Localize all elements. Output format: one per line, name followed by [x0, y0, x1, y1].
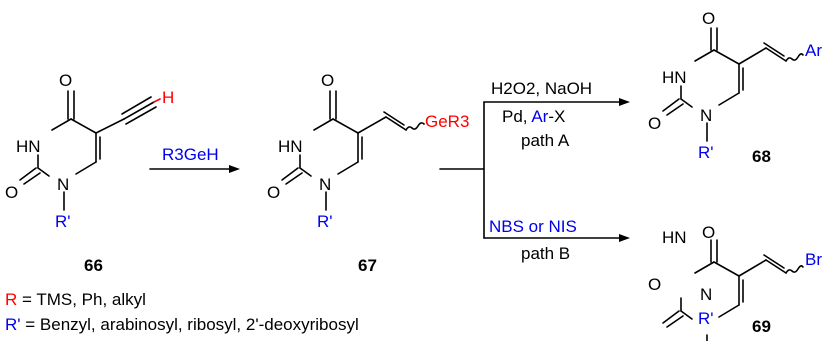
substituent-legend: R = TMS, Ph, alkyl R' = Benzyl, arabinos… [5, 290, 359, 334]
atom-o: O [702, 223, 715, 242]
substituent-r-prime: R' [55, 212, 71, 231]
substituent-ger3: GeR3 [425, 112, 469, 131]
branching-arrows: H2O2, NaOH Pd, Ar-X path A NBS or NIS pa… [439, 79, 630, 263]
legend-r: R = TMS, Ph, alkyl [5, 290, 146, 309]
path-b-label: path B [521, 244, 570, 263]
atom-o: O [267, 183, 280, 202]
substituent-r-prime: R' [317, 212, 333, 231]
compound-label-67: 67 [358, 256, 377, 275]
reagent-pd-arx: Pd, Ar-X [502, 107, 565, 126]
atom-hn: HN [662, 68, 687, 87]
atom-o: O [648, 114, 661, 133]
reaction-arrow-1: R3GeH [149, 145, 240, 173]
legend-r-prime: R' = Benzyl, arabinosyl, ribosyl, 2'-deo… [5, 315, 359, 334]
reagent-h2o2-naoh: H2O2, NaOH [491, 79, 592, 98]
substituent-r-prime: R' [698, 143, 714, 162]
atom-hn: HN [278, 137, 303, 156]
path-a-label: path A [521, 131, 570, 150]
substituent-r-prime: R' [698, 309, 714, 328]
reagent-nbs-nis: NBS or NIS [489, 217, 577, 236]
atom-n: N [700, 285, 712, 304]
reagent-r3geh: R3GeH [162, 145, 219, 164]
atom-o: O [59, 71, 72, 90]
compound-69: O HN O N R' Br 69 [648, 223, 822, 341]
compound-label-66: 66 [84, 256, 103, 275]
atom-n: N [700, 106, 712, 125]
atom-h: H [162, 88, 174, 107]
atom-o: O [648, 275, 661, 294]
atom-n: N [319, 175, 331, 194]
compound-label-68: 68 [752, 147, 771, 166]
compound-67: O HN O N R' GeR3 67 [267, 71, 469, 275]
atom-o: O [702, 9, 715, 28]
compound-label-69: 69 [752, 317, 771, 336]
atom-n: N [57, 175, 69, 194]
atom-o: O [321, 71, 334, 90]
compound-66: O HN O N R' H 66 [5, 71, 174, 275]
compound-68: O HN O N R' Ar 68 [648, 9, 822, 166]
substituent-ar: Ar [805, 41, 822, 60]
substituent-br: Br [805, 250, 822, 269]
atom-hn: HN [16, 137, 41, 156]
atom-o: O [5, 183, 18, 202]
atom-hn: HN [662, 228, 687, 247]
